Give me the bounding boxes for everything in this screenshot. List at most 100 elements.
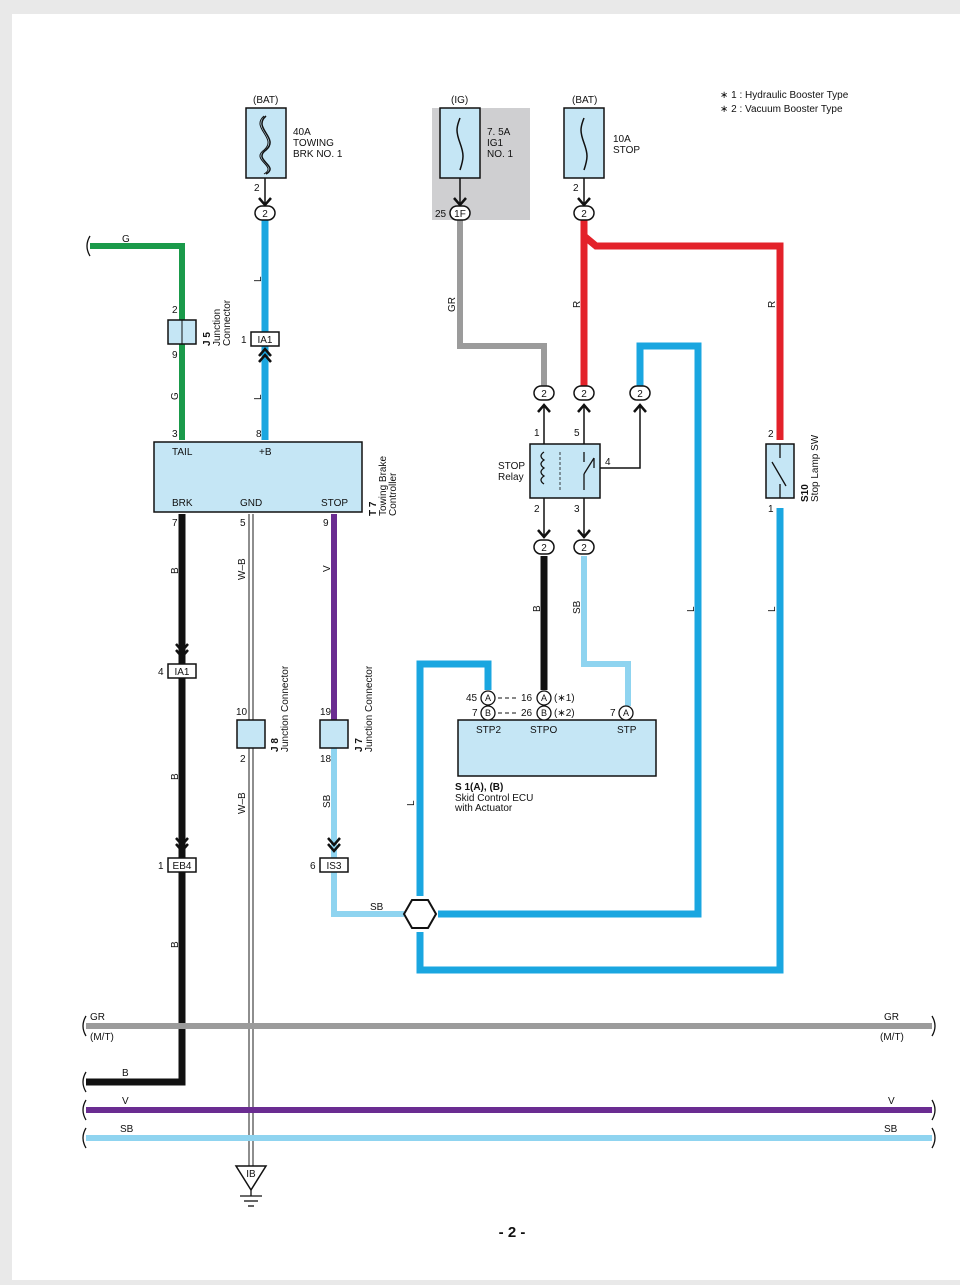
- j5-top-pin: 2: [172, 305, 178, 316]
- ctrl-pin-brk: BRK: [172, 498, 193, 509]
- ecu-row2-pin: 7: [472, 708, 478, 719]
- bus-sb-right: SB: [884, 1124, 898, 1135]
- break-g: [86, 235, 91, 257]
- fuse-towing-source: (BAT): [253, 95, 278, 106]
- ctrl-num-gnd: 5: [240, 518, 246, 529]
- bus-v-left: V: [122, 1096, 129, 1107]
- wire-g: [90, 243, 185, 440]
- wire-l-stp2: [416, 660, 492, 896]
- ctrl-name-2: Controller: [388, 472, 399, 516]
- relay-conn-top-left: 2: [541, 389, 547, 400]
- label-l-right2: L: [767, 606, 778, 612]
- break-sb-right: [931, 1127, 936, 1149]
- ctrl-num-tail: 3: [172, 429, 178, 440]
- ground-code: IB: [246, 1169, 256, 1180]
- diagram-sheet: (BAT) 40A TOWING BRK NO. 1 2 (IG) 7. 5A …: [12, 14, 960, 1280]
- wire-l-relay-loop: [438, 342, 702, 918]
- label-sb-j: SB: [370, 902, 384, 913]
- fuse-ig1-source: (IG): [451, 95, 468, 106]
- label-wb-2: W–B: [237, 792, 248, 814]
- connector-is3: IS3 6: [310, 837, 349, 873]
- j8-name: Junction Connector: [280, 665, 291, 752]
- fuse-ig1-pin: 25: [435, 209, 447, 220]
- label-b-3: B: [170, 941, 181, 948]
- break-sb-left: [82, 1127, 87, 1149]
- j5-name-2: Connector: [222, 299, 233, 346]
- ia1-bottom-pin: 4: [158, 667, 164, 678]
- ecu-row1-conn2: A: [541, 693, 547, 703]
- junction-j5: 2 9 J 5 Junction Connector: [167, 299, 233, 361]
- ctrl-num-bplus: 8: [256, 429, 262, 440]
- j7-bottom-pin: 18: [320, 754, 332, 765]
- relay-name-1: STOP: [498, 461, 525, 472]
- wire-labels: G G L L GR R R B B B W–B W–B V SB B SB L…: [122, 234, 778, 948]
- ctrl-pin-bplus: +B: [259, 447, 272, 458]
- ecu-name-1: Skid Control ECU: [455, 793, 533, 804]
- j7-name: Junction Connector: [364, 665, 375, 752]
- connector-ia1-bottom: IA1 4: [158, 643, 197, 679]
- wire-r-right: [581, 233, 784, 440]
- label-sb-relay: SB: [572, 600, 583, 614]
- stop-lamp-switch: 2 1 S10 Stop Lamp SW: [765, 429, 821, 515]
- fuse-towing-conn: 2: [262, 209, 268, 220]
- label-r-right: R: [767, 301, 778, 308]
- stopsw-pin-bottom: 1: [768, 504, 774, 515]
- ecu-term-stp: STP: [617, 725, 637, 736]
- fuse-stop-conn: 2: [581, 209, 587, 220]
- ecu-name-2: with Actuator: [454, 803, 513, 814]
- label-b-relay: B: [532, 605, 543, 612]
- wire-l-stopsw: [416, 508, 784, 974]
- j8-code: J 8: [270, 738, 281, 752]
- fuse-stop-source: (BAT): [572, 95, 597, 106]
- fuse-ig1-conn: 1F: [454, 209, 466, 220]
- bus-gr-left: GR: [90, 1012, 105, 1023]
- relay-pin-3: 3: [574, 504, 580, 515]
- ctrl-num-brk: 7: [172, 518, 178, 529]
- wire-sb-j7: [331, 748, 404, 917]
- j8-bottom-pin: 2: [240, 754, 246, 765]
- bus-b-left: B: [122, 1068, 129, 1079]
- label-l-right1: L: [686, 606, 697, 612]
- j7-code: J 7: [354, 738, 365, 752]
- ecu-row2-conn2: B: [541, 708, 547, 718]
- label-r-left: R: [572, 301, 583, 308]
- fuse-ig1: (IG) 7. 5A IG1 NO. 1: [439, 95, 514, 206]
- ctrl-pin-tail: TAIL: [172, 447, 193, 458]
- fuse-towing-name: TOWING: [293, 138, 334, 149]
- ecu-term-stpo: STPO: [530, 725, 557, 736]
- label-b-2: B: [170, 773, 181, 780]
- ecu-row2-pin2: 26: [521, 708, 533, 719]
- skid-control-ecu: STP2 STPO STP S 1(A), (B) Skid Control E…: [454, 690, 657, 814]
- label-l-left: L: [406, 800, 417, 806]
- wire-gr-ig1: [457, 220, 547, 386]
- bus-labels: GR (M/T) GR (M/T) B V V SB SB: [90, 1012, 904, 1135]
- ecu-row1-conn: A: [485, 693, 491, 703]
- ctrl-code: T 7: [368, 501, 379, 516]
- break-gr-right: [931, 1015, 936, 1037]
- fuse-towing-pin: 2: [254, 183, 260, 194]
- j7-top-pin: 19: [320, 707, 332, 718]
- wire-b-brk: [86, 514, 186, 1086]
- splice-point: [402, 899, 438, 929]
- label-b-1: B: [170, 567, 181, 574]
- label-g-mid: G: [170, 392, 181, 400]
- ground-ib: IB: [234, 1165, 268, 1207]
- fuse-stop-rating: 10A: [613, 134, 631, 145]
- bus-sb-left: SB: [120, 1124, 134, 1135]
- break-v-right: [931, 1099, 936, 1121]
- fuse-stop-pin: 2: [573, 183, 579, 194]
- ecu-stp-pin: 7: [610, 708, 616, 719]
- label-wb-1: W–B: [237, 558, 248, 580]
- fuse-towing-rating: 40A: [293, 127, 311, 138]
- legend-line-1: ∗ 1 : Hydraulic Booster Type: [720, 90, 849, 101]
- fuse-towing: (BAT) 40A TOWING BRK NO. 1 2: [245, 95, 343, 206]
- ecu-row2-note: (∗2): [554, 708, 575, 719]
- wire-sb-relay: [581, 556, 631, 706]
- ia1-top-pin: 1: [241, 335, 247, 346]
- wiring-diagram: (BAT) 40A TOWING BRK NO. 1 2 (IG) 7. 5A …: [82, 90, 936, 1241]
- stopsw-name: Stop Lamp SW: [810, 434, 821, 502]
- ctrl-name-1: Towing Brake: [378, 456, 389, 516]
- relay-conn-top-right: 2: [637, 389, 643, 400]
- ecu-row1-note: (∗1): [554, 693, 575, 704]
- ecu-stp-conn: A: [623, 708, 629, 718]
